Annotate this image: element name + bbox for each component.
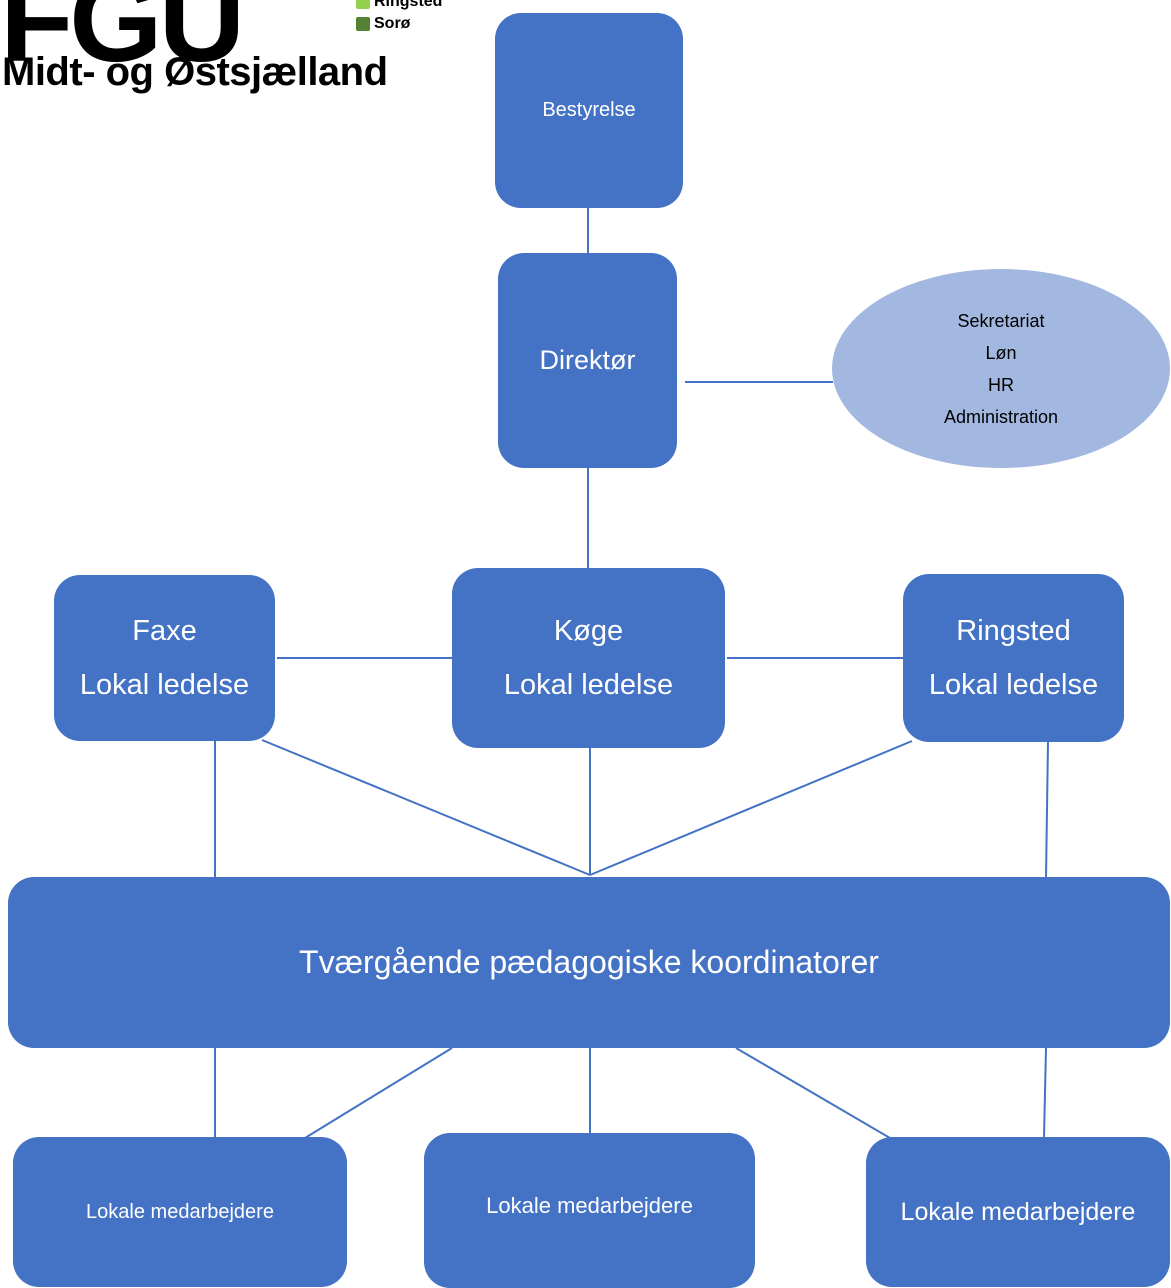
node-label: Lokal ledelse [503,669,674,701]
legend-swatch-soro [356,17,370,31]
node-label: Faxe [132,615,197,647]
node-label: Køge [553,615,624,647]
legend-label: Ringsted [374,0,443,10]
node-koge: Køge Lokal ledelse [452,568,725,748]
node-lokale-medarbejdere-2: Lokale medarbejdere [424,1133,755,1288]
node-label: Lokale medarbejdere [486,1192,693,1218]
node-label: Ringsted [956,615,1071,647]
logo-subtitle: Midt- og Østsjælland [2,50,388,94]
node-label: Lokale medarbejdere [86,1200,274,1223]
node-lokale-medarbejdere-1: Lokale medarbejdere [13,1137,347,1287]
node-label: Lokal ledelse [79,669,250,701]
node-label: Sekretariat [957,310,1045,331]
legend-label: Sorø [374,15,411,32]
node-label: HR [988,374,1014,395]
logo: FGU Ringsted Sorø Midt- og Østsjælland [0,0,480,100]
node-direktor: Direktør [498,253,677,468]
connector-faxe-diagonal [261,739,591,876]
legend-item-soro: Sorø [356,15,410,33]
connector-koordinatorer-medarbejdere-3-vertical [1043,1047,1047,1139]
node-faxe: Faxe Lokal ledelse [54,575,275,741]
connector-koordinatorer-medarbejdere-1-diagonal [304,1047,453,1139]
node-label: Direktør [539,345,636,375]
connector-ringsted-koordinatorer [1045,741,1049,879]
node-koordinatorer: Tværgående pædagogiske koordinatorer [8,877,1170,1048]
node-label: Løn [985,342,1017,363]
node-lokale-medarbejdere-3: Lokale medarbejdere [866,1137,1170,1287]
node-label: Lokale medarbejdere [900,1197,1136,1226]
node-ringsted: Ringsted Lokal ledelse [903,574,1124,742]
node-support-functions: Sekretariat Løn HR Administration [832,269,1170,468]
node-label: Lokal ledelse [928,669,1099,701]
node-label: Bestyrelse [542,99,636,121]
node-label: Administration [943,406,1059,427]
connector-ringsted-diagonal [589,740,913,876]
node-label: Tværgående pædagogiske koordinatorer [299,944,879,980]
connector-koordinatorer-medarbejdere-3-diagonal [735,1047,891,1139]
node-bestyrelse: Bestyrelse [495,13,683,208]
legend-item-ringsted: Ringsted [356,0,442,11]
legend-swatch-ringsted [356,0,370,9]
logo-mark: FGU [0,0,245,87]
